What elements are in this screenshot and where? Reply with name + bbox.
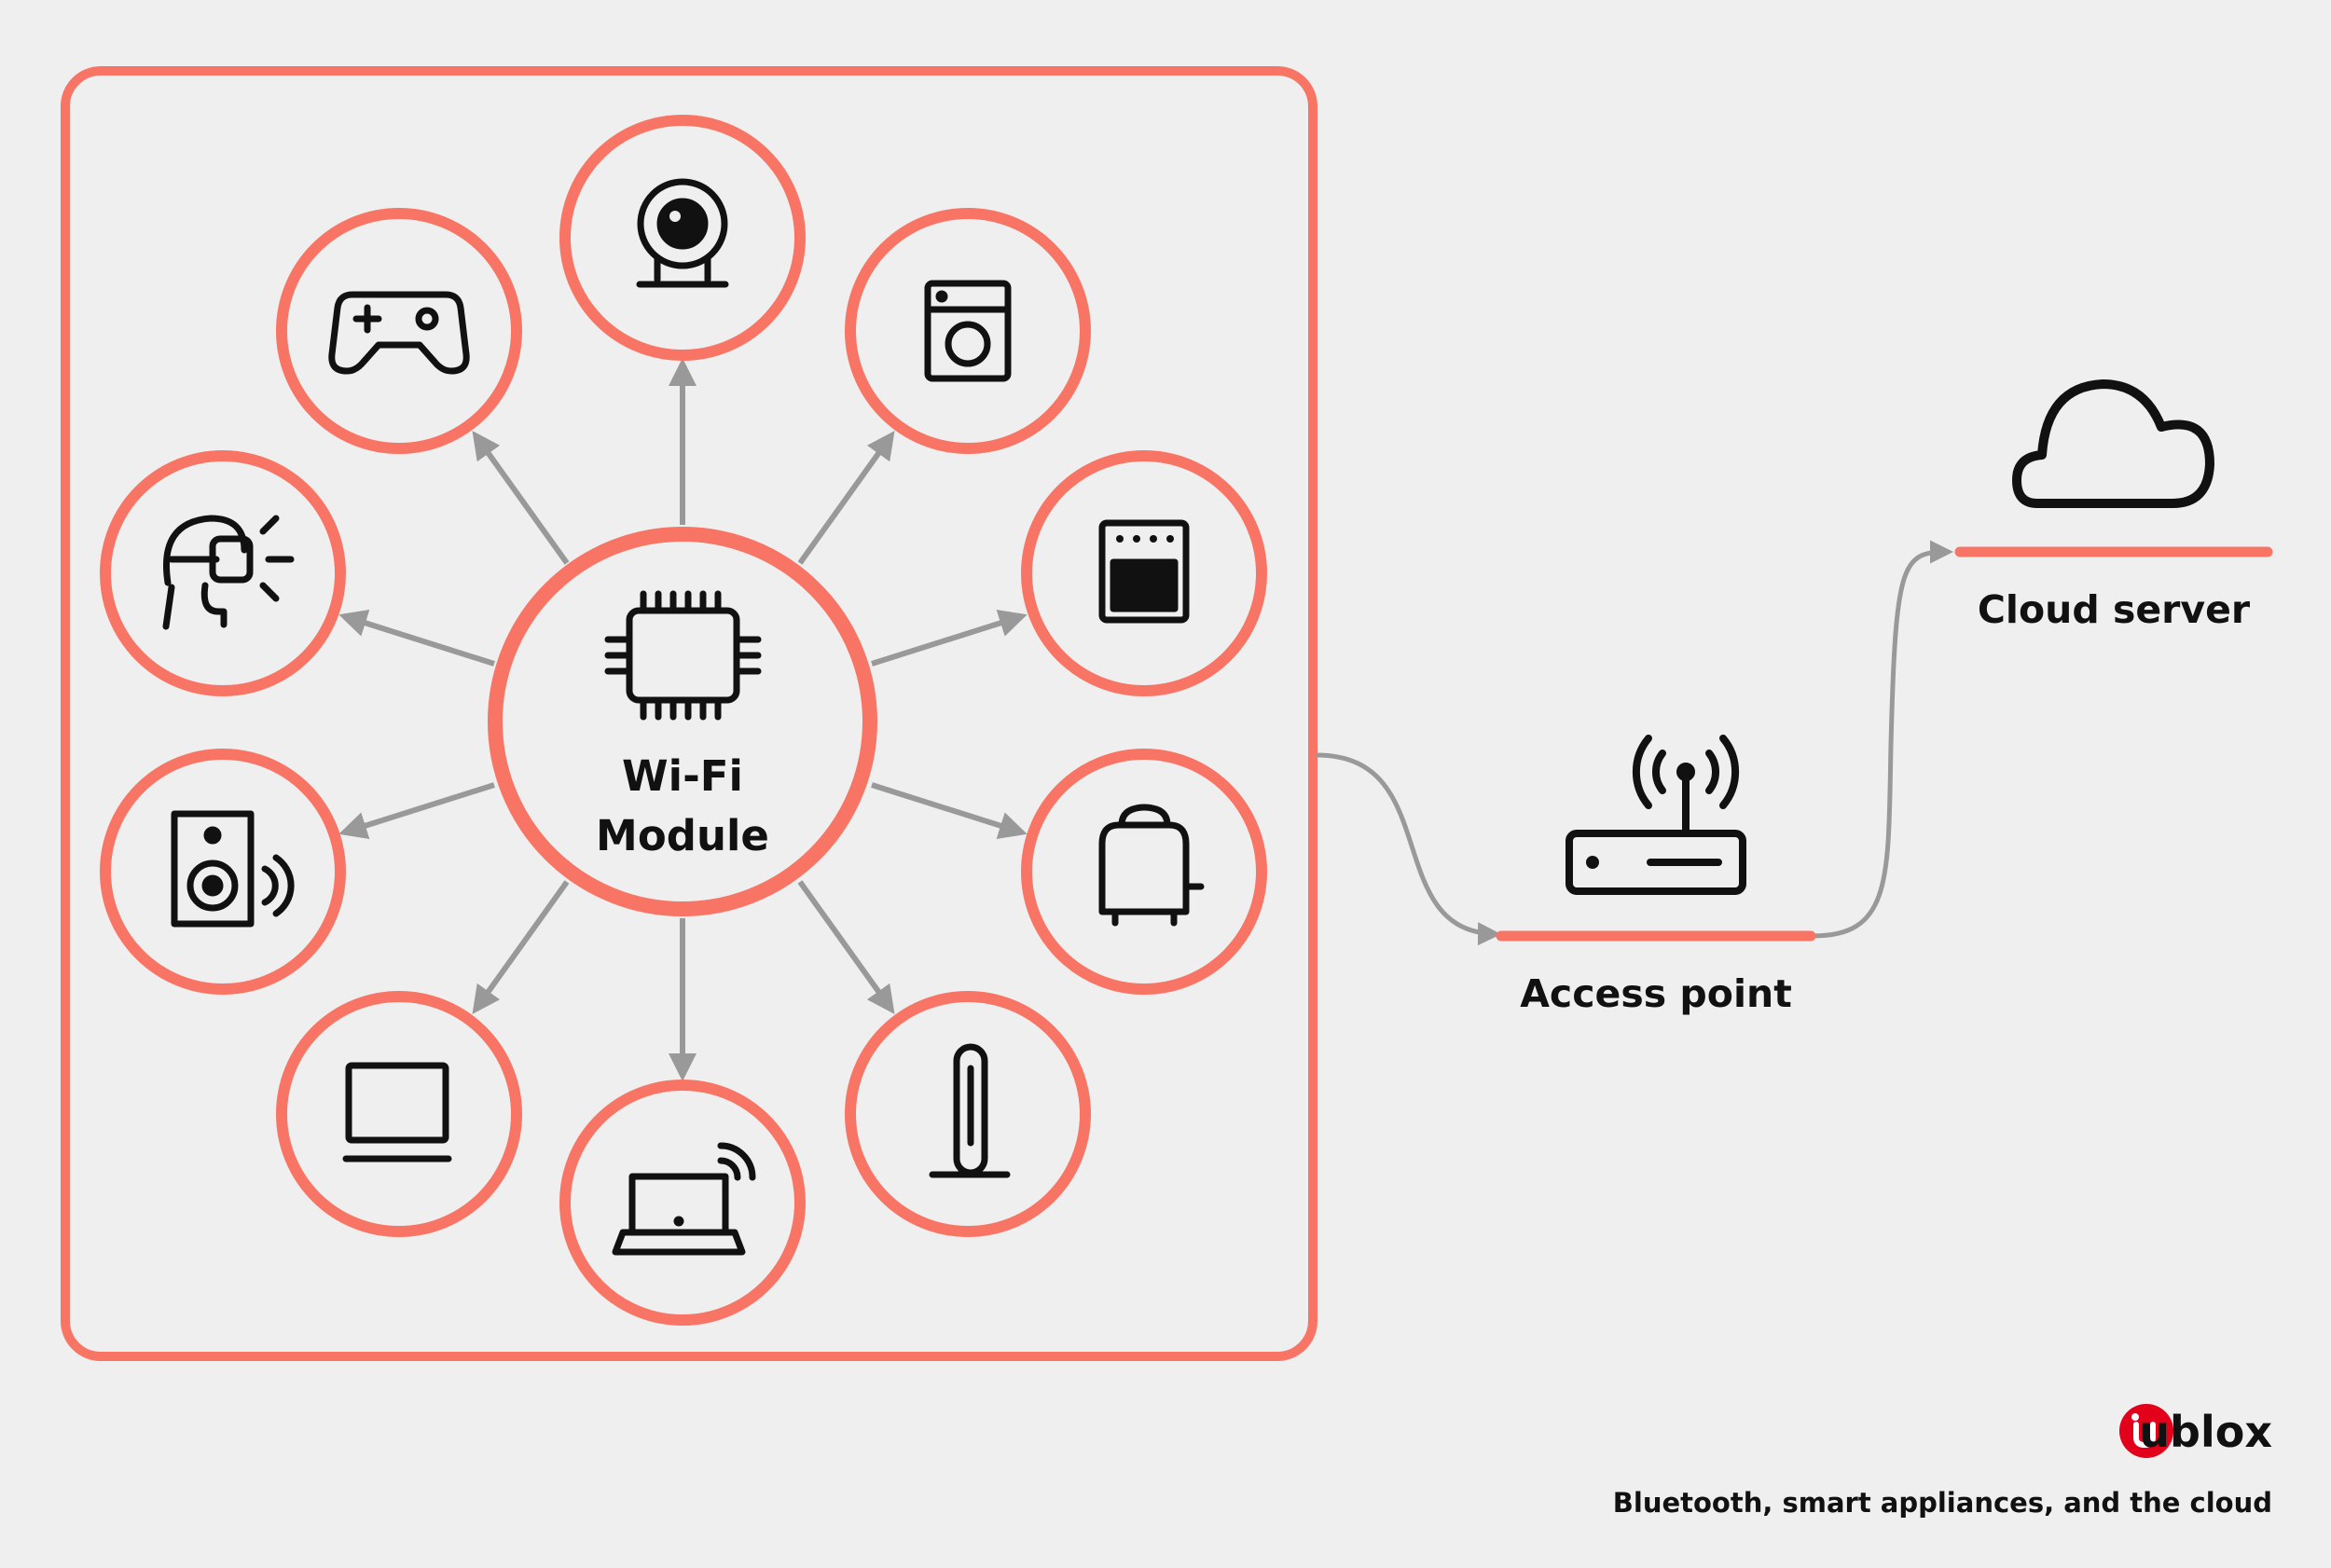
brand-logo: ublox	[2119, 1404, 2272, 1458]
link-module-to-access-point	[1316, 752, 1501, 946]
arrow-vr-headset	[338, 609, 495, 667]
device-group-frame	[61, 66, 1317, 1361]
device-vr-headset	[100, 450, 346, 696]
router-icon	[1565, 735, 1746, 895]
network-links	[1316, 540, 1953, 946]
access-point-label: Access point	[1520, 971, 1792, 1016]
arrow-speaker	[338, 782, 495, 840]
device-circles	[100, 115, 1267, 1326]
module-label-line2: Module	[596, 811, 769, 860]
toaster-icon	[1098, 804, 1205, 927]
device-laptop	[276, 991, 522, 1237]
tower-speaker-icon	[929, 1043, 1011, 1178]
chip-icon	[604, 590, 762, 721]
arrow-gamepad	[472, 431, 570, 565]
module-label-line1: Wi-Fi	[622, 751, 743, 801]
caption: Bluetooth, smart appliances, and the clo…	[1613, 1487, 2272, 1519]
arrow-oven	[871, 609, 1028, 667]
arrow-washing-machine	[797, 431, 895, 565]
arrow-tower-speaker	[797, 880, 895, 1014]
device-toaster	[1021, 749, 1267, 995]
device-speaker	[100, 749, 346, 995]
speaker-icon	[171, 810, 295, 928]
device-wireless-laptop	[559, 1080, 806, 1326]
vr-headset-icon	[162, 515, 295, 630]
device-gamepad	[276, 208, 522, 454]
webcam-icon	[636, 178, 729, 288]
cloud-icon	[2012, 379, 2214, 508]
cloud-node: Cloud server	[1954, 379, 2273, 632]
washing-machine-icon	[924, 280, 1012, 382]
wifi-module-node: Wi-Fi Module	[488, 527, 877, 916]
device-washing-machine	[845, 208, 1091, 454]
wireless-laptop-icon	[612, 1142, 756, 1256]
oven-icon	[1098, 519, 1190, 624]
access-point-node: Access point	[1496, 735, 1816, 1016]
link-access-point-to-cloud	[1813, 540, 1953, 939]
gamepad-icon	[328, 291, 470, 375]
brand-name: ublox	[2139, 1407, 2272, 1457]
arrow-toaster	[871, 782, 1028, 840]
spoke-arrows	[338, 358, 1028, 1081]
laptop-icon	[342, 1062, 452, 1162]
arrow-laptop	[472, 880, 570, 1014]
cloud-label: Cloud server	[1978, 587, 2251, 632]
